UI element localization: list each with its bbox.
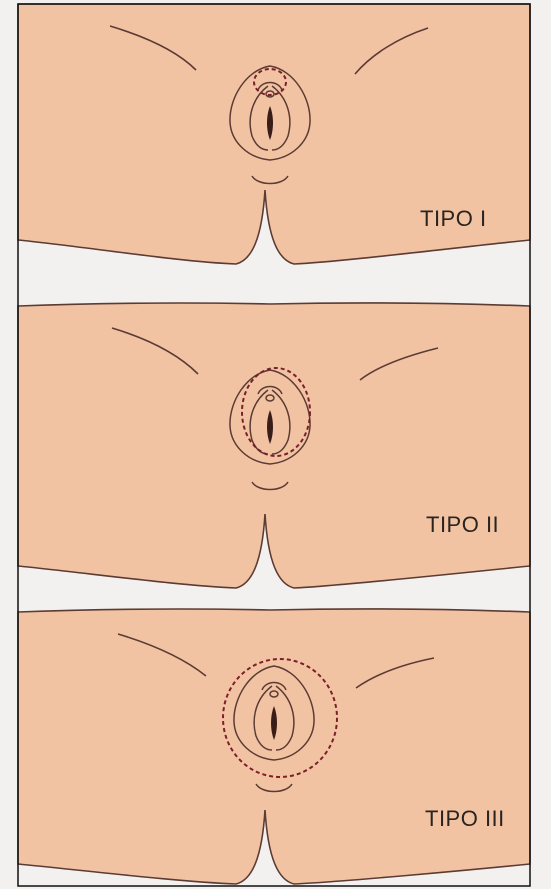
panel-tipo-2: TIPO II xyxy=(18,303,530,588)
panel-tipo-1: TIPO I xyxy=(18,4,530,264)
panel-label-tipo-2: TIPO II xyxy=(426,512,499,537)
skin-shape xyxy=(18,303,530,588)
panel-label-tipo-1: TIPO I xyxy=(420,206,487,231)
skin-shape xyxy=(18,609,530,884)
panel-tipo-3: TIPO III xyxy=(18,609,530,884)
panel-label-tipo-3: TIPO III xyxy=(425,806,505,831)
